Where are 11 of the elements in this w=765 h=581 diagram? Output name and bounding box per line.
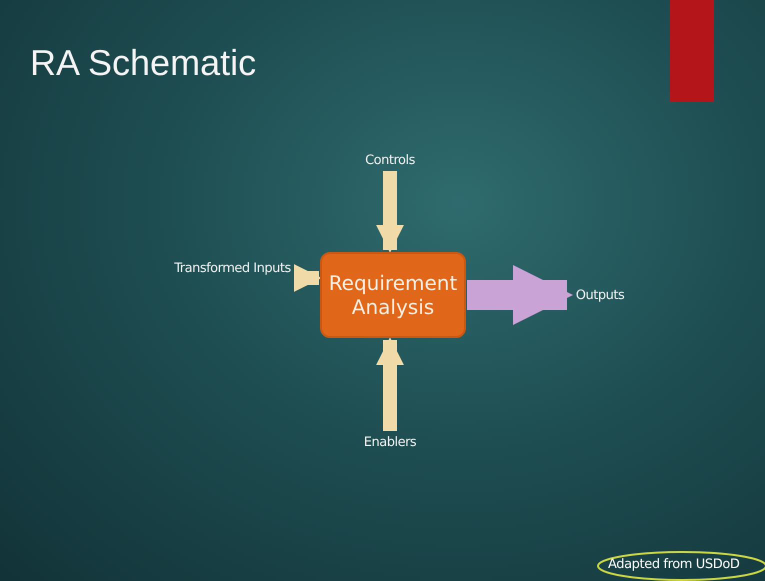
process-box: Requirement Analysis [320, 252, 466, 338]
arrow [294, 264, 322, 292]
arrow [376, 171, 404, 253]
node-label: Controls [355, 150, 425, 170]
node-label: Transformed Inputs [160, 258, 305, 278]
arrow [376, 337, 404, 431]
arrow [467, 265, 573, 325]
node-label: Outputs [568, 285, 632, 305]
caption: Adapted from USDoD [608, 557, 740, 572]
node-label: Enablers [355, 432, 425, 452]
slide-title: RA Schematic [30, 42, 256, 84]
